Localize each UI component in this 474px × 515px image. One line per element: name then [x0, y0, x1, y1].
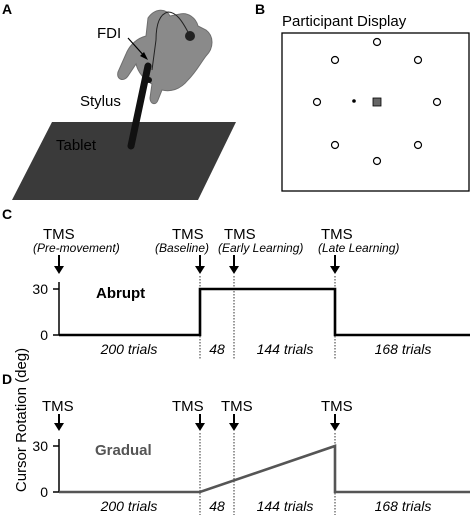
panel-d-tms-2: TMS [172, 398, 204, 415]
target-bottom-right [413, 140, 423, 150]
target-top-right [413, 55, 423, 65]
cursor-dot [352, 99, 356, 103]
target-bottom [372, 156, 382, 166]
panel-b-letter: B [255, 1, 265, 17]
target-top [372, 37, 382, 47]
tms-label-baseline: TMS [172, 226, 204, 243]
stylus-label: Stylus [80, 93, 121, 110]
panel-d-tms-1: TMS [42, 398, 74, 415]
tms-arrowhead-pre-movement [54, 266, 64, 274]
panel-d-tms-labels: TMS TMS TMS TMS [42, 398, 353, 415]
panel-d-phase-washout: 168 trials [375, 498, 432, 514]
participant-display-frame [281, 32, 470, 192]
panel-d-arrowhead-4 [330, 423, 340, 431]
panel-d-tms-4: TMS [321, 398, 353, 415]
panel-d-phase-learning: 144 trials [257, 498, 314, 514]
panel-c-phase-gap: 48 [209, 341, 225, 357]
panel-a-illustration [12, 9, 236, 200]
tms-arrowhead-early-learning [229, 266, 239, 274]
gradual-condition-label: Gradual [95, 442, 152, 459]
hand-shape [117, 9, 213, 105]
fdi-arrowhead [140, 52, 148, 60]
panel-d-tms-3: TMS [221, 398, 253, 415]
tablet-label: Tablet [56, 137, 97, 154]
stylus-dot [146, 77, 152, 83]
panel-c-phase-washout: 168 trials [375, 341, 432, 357]
panel-d-arrowhead-1 [54, 423, 64, 431]
tms-arrowhead-baseline [195, 266, 205, 274]
panel-d-phase-labels: 200 trials 48 144 trials 168 trials [100, 498, 432, 514]
panel-c-phase-baseline: 200 trials [100, 341, 158, 357]
display-targets [312, 37, 442, 166]
panel-c-ytick-30: 30 [32, 281, 48, 297]
panel-d-arrowhead-2 [195, 423, 205, 431]
fdi-label: FDI [97, 25, 121, 42]
gradual-rotation-line [59, 444, 470, 494]
target-right [432, 97, 442, 107]
participant-display-title: Participant Display [282, 13, 407, 30]
panel-d-phase-gap: 48 [209, 498, 225, 514]
target-bottom-left [330, 140, 340, 150]
emg-wire [151, 11, 191, 71]
panel-a-letter: A [2, 1, 12, 17]
target-left [312, 97, 322, 107]
panel-d-axis: 30 0 [32, 438, 60, 500]
panel-d-phase-baseline: 200 trials [100, 498, 158, 514]
fdi-electrode [185, 31, 195, 41]
tms-sub-late-learning: (Late Learning) [318, 241, 399, 255]
panel-c-axis: 30 0 [32, 281, 60, 343]
panel-c-phase-learning: 144 trials [257, 341, 314, 357]
start-square [372, 97, 382, 107]
stylus-shape [127, 62, 152, 150]
tms-label-pre-movement: TMS [43, 226, 75, 243]
tms-sub-early-learning: (Early Learning) [218, 241, 303, 255]
tms-arrowhead-late-learning [330, 266, 340, 274]
abrupt-condition-label: Abrupt [96, 285, 145, 302]
tms-sub-baseline: (Baseline) [155, 241, 209, 255]
y-axis-label: Cursor Rotation (deg) [13, 348, 30, 492]
panel-d-arrowhead-3 [229, 423, 239, 431]
tms-sub-pre-movement: (Pre-movement) [33, 241, 120, 255]
panel-c-phase-labels: 200 trials 48 144 trials 168 trials [100, 341, 432, 357]
panel-d-ytick-30: 30 [32, 438, 48, 454]
abrupt-rotation-line [59, 287, 470, 337]
target-top-left [330, 55, 340, 65]
panel-c-tms-labels: TMS TMS TMS TMS (Pre-movement) (Baseline… [33, 226, 399, 255]
panel-d-ytick-0: 0 [40, 484, 48, 500]
panel-c-letter: C [2, 206, 12, 222]
panel-d-tms-arrows [54, 414, 340, 431]
tms-label-late-learning: TMS [321, 226, 353, 243]
panel-c-tms-arrows [54, 255, 340, 274]
tms-label-early-learning: TMS [224, 226, 256, 243]
tablet-shape [12, 122, 236, 200]
panel-d-letter: D [2, 371, 12, 387]
panel-c-ytick-0: 0 [40, 327, 48, 343]
